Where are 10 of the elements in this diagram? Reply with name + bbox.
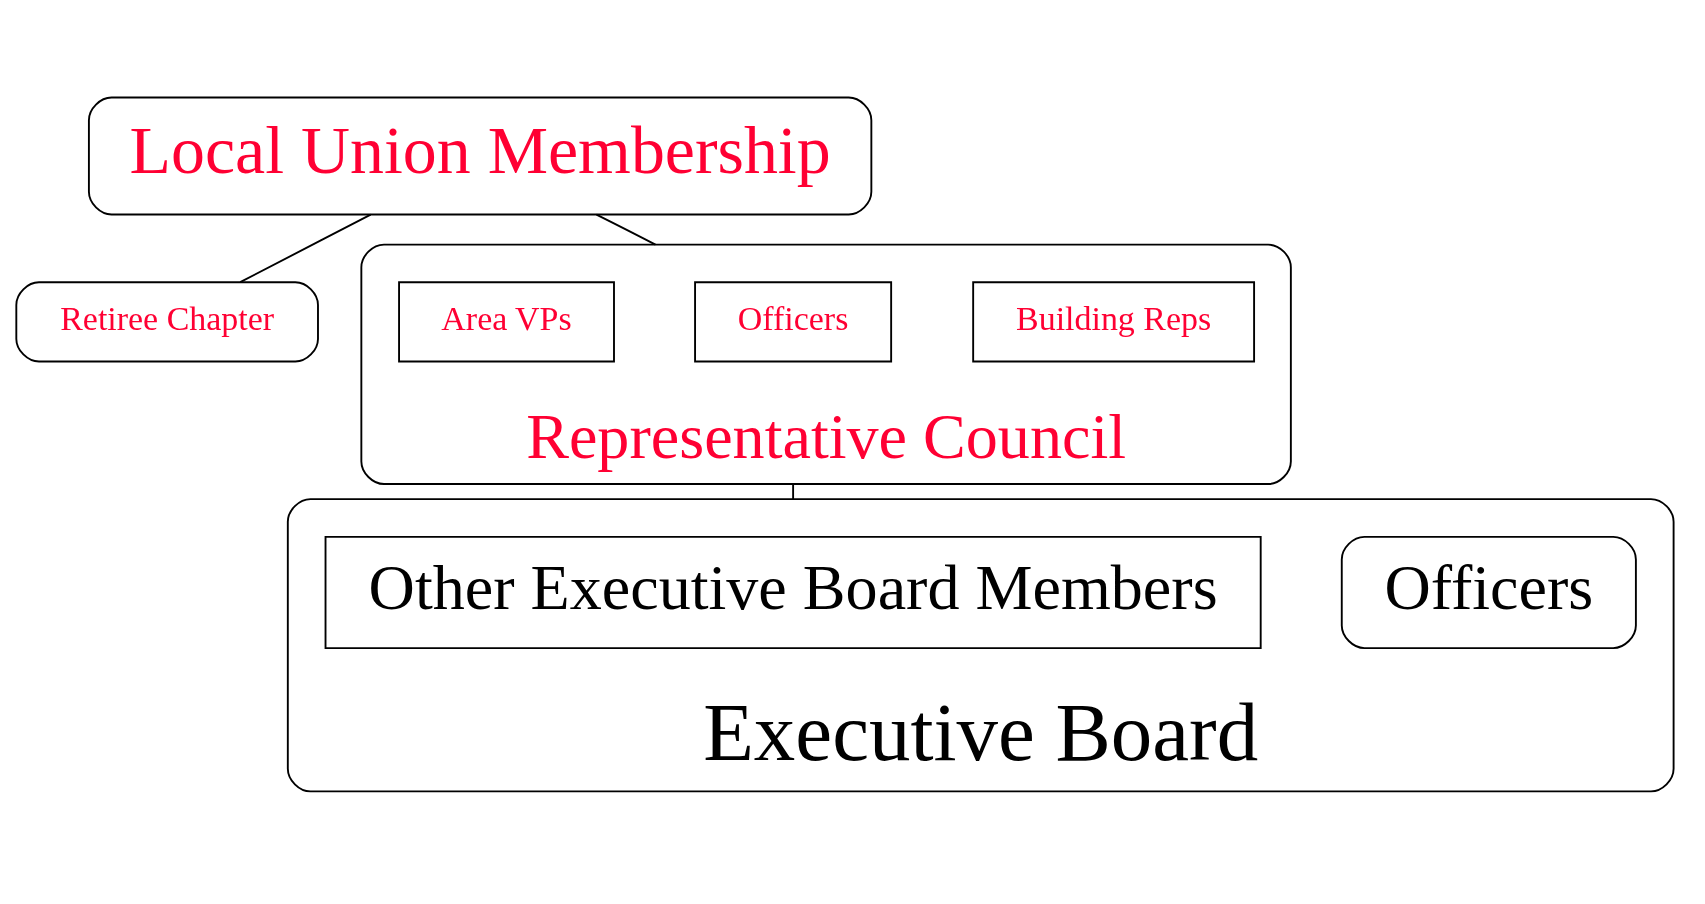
node-box: Area VPs — [398, 281, 615, 363]
node-box: Retiree Chapter — [15, 281, 319, 363]
node-box: Officers — [694, 281, 893, 363]
connector — [239, 213, 372, 284]
connector — [595, 213, 657, 246]
node-box: Building Reps — [972, 281, 1256, 363]
connector — [792, 483, 795, 501]
node-box: Officers — [1340, 535, 1637, 650]
node-box: Local Union Membership — [87, 96, 873, 216]
node-box: Other Executive Board Members — [324, 535, 1262, 650]
